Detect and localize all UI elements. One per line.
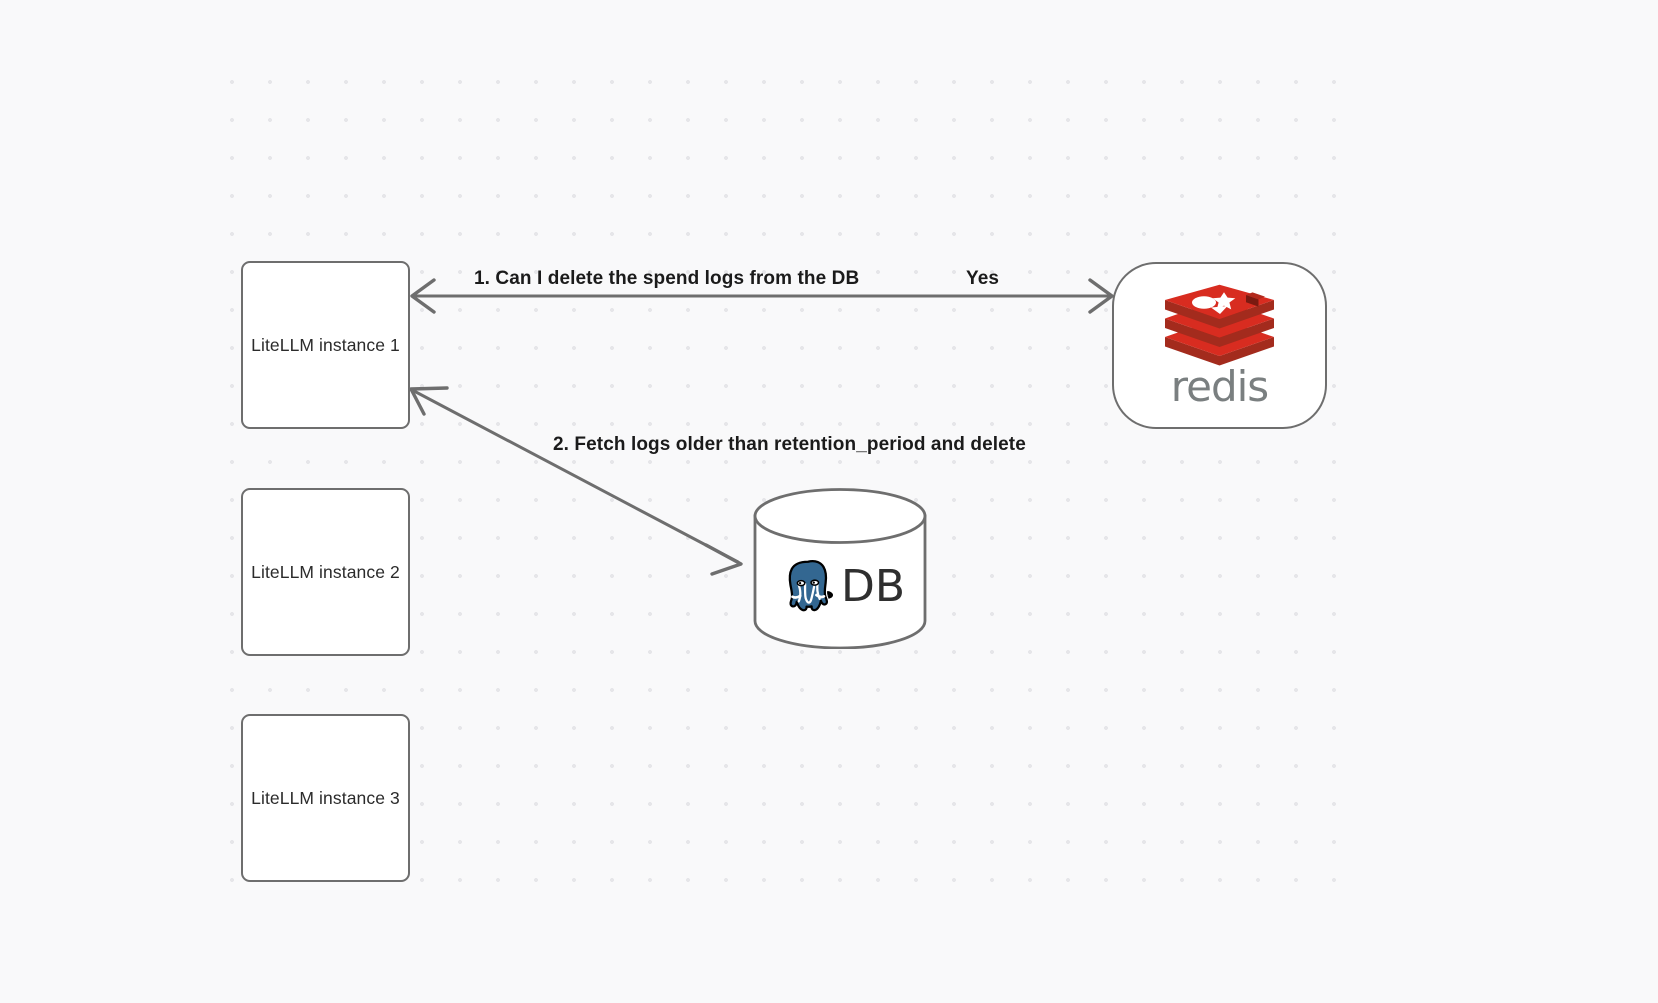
arrowhead-to-db [704,543,743,576]
node-redis[interactable]: redis [1112,262,1327,429]
edge-label-step-1: 1. Can I delete the spend logs from the … [474,268,860,289]
edge-label-step-2: 2. Fetch logs older than retention_perio… [553,434,1026,455]
node-litellm-instance-1[interactable]: LiteLLM instance 1 [241,261,410,429]
db-logo-row: DB [753,542,927,632]
arrowhead-left [410,278,436,314]
edge-llm1-db [409,386,743,576]
redis-wordmark: redis [1170,361,1269,411]
node-litellm-instance-2[interactable]: LiteLLM instance 2 [241,488,410,656]
db-label: DB [840,561,906,612]
edge-label-yes: Yes [966,268,1000,289]
arrowhead-to-llm1 [409,386,449,416]
node-label: LiteLLM instance 1 [251,334,400,355]
redis-logo-wrap: redis [1162,284,1277,408]
redis-logo-icon [1165,284,1274,365]
cylinder-shape [753,488,927,649]
node-label: LiteLLM instance 3 [251,787,400,808]
postgresql-elephant-icon [787,558,833,613]
node-litellm-instance-3[interactable]: LiteLLM instance 3 [241,714,410,882]
node-postgres-db[interactable]: DB [753,488,927,649]
node-label: LiteLLM instance 2 [251,561,400,582]
